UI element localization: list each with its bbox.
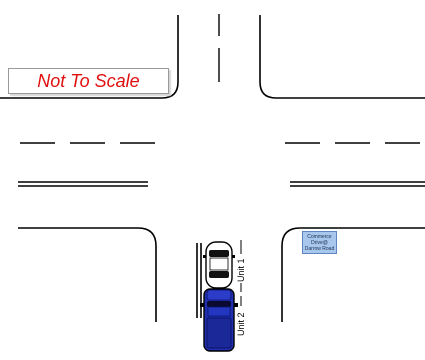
unit-2-cab-roof <box>207 306 231 317</box>
location-tag-line: Drive@ <box>311 240 328 246</box>
vehicle-unit-2 <box>200 288 238 352</box>
unit-2-windshield <box>207 301 231 307</box>
unit-2-mirror <box>200 303 204 307</box>
unit-2-mirror <box>234 303 238 307</box>
not-to-scale-label: Not To Scale <box>8 68 169 94</box>
location-tag-line: Commerce <box>307 234 332 240</box>
unit-1-label: Unit 1 <box>236 258 246 282</box>
unit-1-rear-window <box>209 271 229 278</box>
curb-bottom-right <box>281 227 425 322</box>
unit-2-hood <box>206 289 232 301</box>
unit-1-mirror <box>232 255 235 258</box>
unit-2-label: Unit 2 <box>236 312 246 336</box>
unit-1-roof <box>209 257 229 271</box>
vehicle-unit-1 <box>203 241 235 289</box>
right-lane-markings <box>285 142 425 187</box>
left-lane-markings <box>18 142 155 187</box>
curb-top-left <box>0 15 179 99</box>
unit-2-bed <box>206 317 232 349</box>
curb-top-right <box>259 15 425 99</box>
location-tag: Commerce Drive@ Darrow Road <box>302 231 337 254</box>
curb-bottom-left <box>18 227 157 322</box>
road-edges <box>0 15 425 322</box>
unit-1-mirror <box>203 255 206 258</box>
unit-1-windshield <box>209 250 229 257</box>
location-tag-line: Darrow Road <box>304 246 335 252</box>
